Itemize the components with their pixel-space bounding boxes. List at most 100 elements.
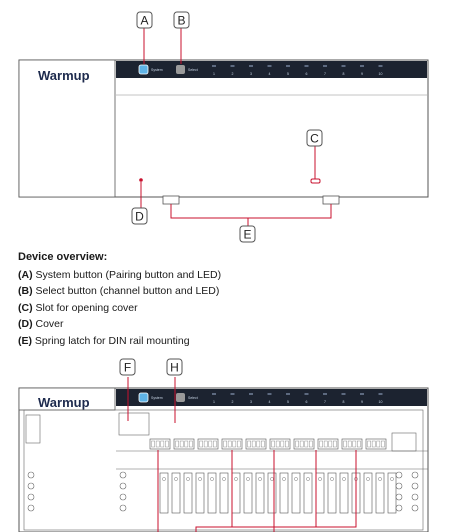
side-connector [395,493,403,501]
relay-terminal [255,472,265,514]
terminal-slot [232,440,237,448]
logo-panel [18,59,116,198]
terminal-slot [347,440,352,448]
callout-b: B [177,14,185,28]
select-button-open[interactable] [176,393,185,402]
relay-terminal [279,472,289,514]
relay-screw [210,477,214,481]
relay-terminal [339,472,349,514]
relay-screw [294,477,298,481]
terminal-slot [247,440,251,448]
terminal-slot [319,440,323,448]
terminal-slot [295,440,299,448]
relay-terminal [171,472,181,514]
channel-led-9 [360,65,364,67]
relay-terminal [219,472,229,514]
channel-number-10: 10 [379,72,383,76]
terminal-slot [299,440,304,448]
terminal-slot [208,440,213,448]
side-connector [411,493,419,501]
relay-screw [174,477,178,481]
terminal-slot [352,440,357,448]
terminal-slot [376,440,381,448]
terminal-block [173,438,195,450]
relay-screw [390,477,394,481]
channel-number-4: 4 [269,400,271,404]
select-button[interactable] [176,65,185,74]
terminal-slot [189,440,193,448]
channel-number-8: 8 [343,72,345,76]
terminal-slot [237,440,241,448]
side-connector [119,471,127,479]
side-connector [27,504,35,512]
channel-number-5: 5 [287,72,289,76]
side-connector [119,504,127,512]
top-control-bar [116,61,427,78]
select-button-label: Select [188,68,198,72]
cover-opening-slot[interactable] [310,178,321,184]
spring-latch-right[interactable] [322,195,340,205]
channel-led-3 [249,393,253,395]
terminal-slot [304,440,309,448]
cover-marker [139,178,143,182]
terminal-slot [160,440,165,448]
terminal-slot [175,440,179,448]
relay-terminal [291,472,301,514]
channel-number-8: 8 [343,400,345,404]
relay-terminal [195,472,205,514]
relay-terminal [327,472,337,514]
terminal-slot [165,440,169,448]
relay-screw [186,477,190,481]
terminal-slot [280,440,285,448]
device-overview: Device overview: (A) System button (Pair… [18,249,438,349]
side-connector [395,471,403,479]
system-button-open[interactable] [138,392,149,403]
channel-led-7 [323,65,327,67]
callout-a: A [140,14,148,28]
terminal-slot [155,440,160,448]
channel-number-10: 10 [379,400,383,404]
terminal-slot [271,440,275,448]
relay-terminal [363,472,373,514]
relay-screw [258,477,262,481]
overview-item-c: (C) Slot for opening cover [18,301,138,314]
side-connector [395,504,403,512]
brand-logo: Warmup [38,68,90,83]
relay-terminal [231,472,241,514]
terminal-block [317,438,339,450]
channel-number-7: 7 [324,400,326,404]
relay-screw [318,477,322,481]
channel-led-10 [378,65,383,67]
system-button[interactable] [138,64,149,75]
terminal-slot [323,440,328,448]
callout-lines-open [127,377,357,532]
terminal-slot [343,440,347,448]
side-connector [119,493,127,501]
relay-rows [159,472,397,514]
spring-latch-left[interactable] [162,195,180,205]
terminal-slot [203,440,208,448]
relay-screw [282,477,286,481]
terminal-slot [151,440,155,448]
channel-led-5 [286,393,290,395]
overview-item-e: (E) Spring latch for DIN rail mounting [18,334,190,347]
channel-led-8 [341,393,346,395]
relay-terminal [303,472,313,514]
terminal-block [269,438,291,450]
relay-terminal [375,472,385,514]
terminal-slot [381,440,385,448]
terminal-slot [333,440,337,448]
relay-screw [366,477,370,481]
channel-number-2: 2 [232,400,234,404]
channel-led-4 [267,393,272,395]
terminal-block [341,438,363,450]
channel-number-6: 6 [306,400,308,404]
channel-led-1 [212,65,216,67]
terminal-slot [184,440,189,448]
terminal-slot [261,440,265,448]
terminal-blocks [149,438,387,450]
relay-terminal [243,472,253,514]
terminal-slot [371,440,376,448]
terminal-slot [285,440,289,448]
